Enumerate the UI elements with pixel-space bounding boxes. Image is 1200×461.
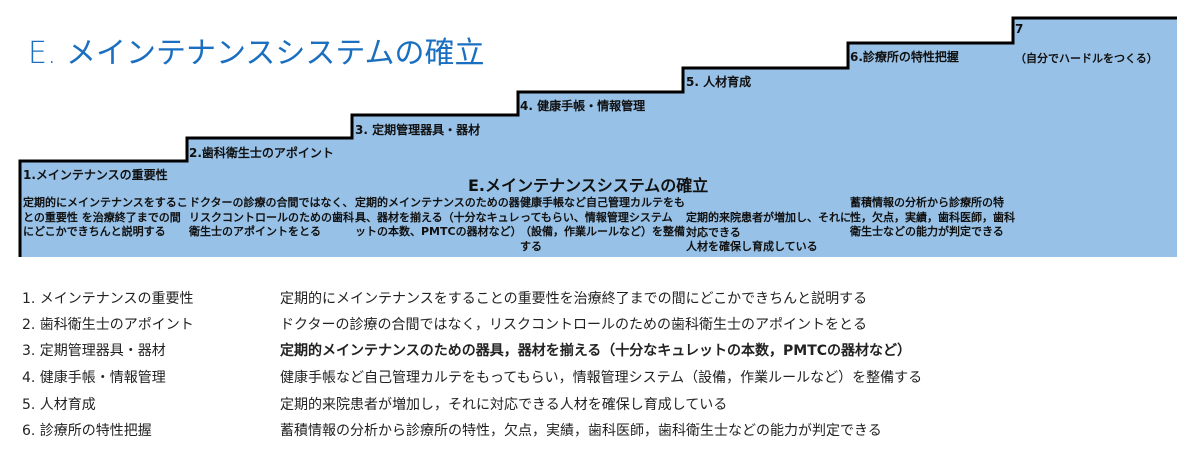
step-5-label: 5. 人材育成 — [686, 75, 752, 89]
list-item-name: 4. 健康手帳・情報管理 — [22, 370, 166, 386]
list-item: 4. 健康手帳・情報管理 健康手帳など自己管理カルテをもってもらい，情報管理システ… — [22, 367, 922, 387]
step-4-label: 4. 健康手帳・情報管理 — [520, 99, 646, 113]
staircase-outline — [18, 16, 1177, 257]
step-1-desc: 定期的にメインテナンスをすることの重要性 を治療終了までの間にどこかできちんと説… — [23, 196, 188, 238]
step-3-desc: 定期的メインテナンスのための器具、器材を揃える（十分なキュレットの本数、PMTC… — [355, 196, 522, 238]
step-2-desc: ドクターの診療の合間ではなく、リスクコントロールのための歯科衛生士のアポイントを… — [189, 196, 354, 238]
step-2-label: 2.歯科衛生士のアポイント — [189, 146, 334, 160]
list-item: 5. 人材育成 定期的来院患者が増加し，それに対応できる人材を確保し育成している — [22, 394, 727, 414]
list-item: 6. 診療所の特性把握 蓄積情報の分析から診療所の特性，欠点，実績，歯科医師，歯科… — [22, 420, 882, 440]
step-5-desc: 定期的来院患者が増加し、それに対応できる 人材を確保し育成している — [686, 211, 851, 253]
list-item-text: 蓄積情報の分析から診療所の特性，欠点，実績，歯科医師，歯科衛生士などの能力が判定… — [280, 423, 882, 439]
step-1-label: 1.メインテナンスの重要性 — [23, 168, 168, 182]
step-7-desc: （自分でハードルをつくる） — [1015, 52, 1158, 65]
list-item-name: 5. 人材育成 — [22, 397, 96, 413]
step-4-desc: 健康手帳など自己管理カルテをもってもらい、情報管理システム（設備，作業ルールなど… — [520, 196, 685, 253]
step-7-label: 7 — [1015, 22, 1024, 36]
list-item-text: 定期的にメインテナンスをすることの重要性を治療終了までの間にどこかできちんと説明… — [280, 291, 868, 307]
list-item: 1. メインテナンスの重要性 定期的にメインテナンスをすることの重要性を治療終了ま… — [22, 288, 867, 308]
list-item: 3. 定期管理器具・器材 定期的メインテナンスのための器具，器材を揃える（十分なキ… — [22, 340, 911, 360]
center-title: E.メインテナンスシステムの確立 — [468, 176, 709, 195]
step-6-desc: 蓄積情報の分析から診療所の特性，欠点，実績，歯科医師，歯科衛生士などの能力が判定… — [850, 196, 1015, 238]
list-item-name: 6. 診療所の特性把握 — [22, 423, 152, 439]
list-item-text: 定期的メインテナンスのための器具，器材を揃える（十分なキュレットの本数，PMTC… — [280, 343, 912, 359]
list-item: 2. 歯科衛生士のアポイント ドクターの診療の合間ではなく，リスクコントロールのた… — [22, 314, 867, 334]
list-item-text: 健康手帳など自己管理カルテをもってもらい，情報管理システム（設備，作業ルールなど… — [280, 370, 923, 386]
list-item-name: 3. 定期管理器具・器材 — [22, 343, 166, 359]
list-item-text: 定期的来院患者が増加し，それに対応できる人材を確保し育成している — [280, 397, 728, 413]
page-title: E. メインテナンスシステムの確立 — [28, 36, 485, 71]
list-item-text: ドクターの診療の合間ではなく，リスクコントロールのための歯科衛生士のアポイントを… — [280, 317, 868, 333]
list-item-name: 1. メインテナンスの重要性 — [22, 291, 194, 307]
list-item-name: 2. 歯科衛生士のアポイント — [22, 317, 194, 333]
step-3-label: 3. 定期管理器具・器材 — [355, 123, 481, 137]
staircase-fill — [20, 18, 1177, 257]
step-6-label: 6.診療所の特性把握 — [850, 50, 959, 64]
